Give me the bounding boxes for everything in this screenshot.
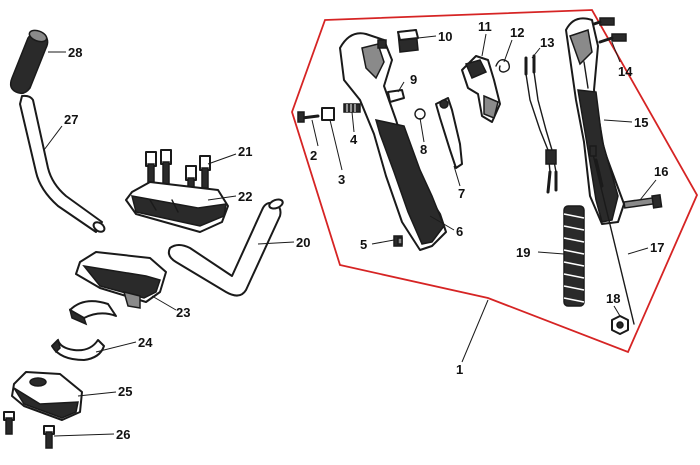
label-21: 21 <box>238 144 252 159</box>
part-23-clamp <box>75 251 167 309</box>
label-4: 4 <box>350 132 358 147</box>
part-10-switch <box>397 29 419 53</box>
label-26: 26 <box>116 427 130 442</box>
label-11: 11 <box>478 19 492 34</box>
part-labels: 28 27 21 22 20 23 24 25 26 2 3 4 5 6 7 8… <box>64 19 668 442</box>
label-19: 19 <box>516 245 530 260</box>
part-27-tube <box>19 94 106 233</box>
label-16: 16 <box>654 164 668 179</box>
label-10: 10 <box>438 29 452 44</box>
part-19-spring <box>563 205 585 307</box>
label-18: 18 <box>606 291 620 306</box>
label-28: 28 <box>68 45 82 60</box>
part-28-grip <box>9 29 49 95</box>
part-18-nut <box>611 315 629 335</box>
label-3: 3 <box>338 172 345 187</box>
part-5-nut <box>393 235 403 247</box>
label-14: 14 <box>618 64 633 79</box>
leader-lines <box>43 33 657 437</box>
part-9-pin <box>387 89 405 103</box>
part-8-clip <box>414 108 426 120</box>
label-5: 5 <box>360 237 367 252</box>
part-15-outer-tube <box>565 17 625 225</box>
part-25-bottom-clamp <box>11 371 83 421</box>
label-2: 2 <box>310 148 317 163</box>
label-9: 9 <box>410 72 417 87</box>
part-13-wiring <box>524 54 558 194</box>
label-8: 8 <box>420 142 427 157</box>
label-23: 23 <box>176 305 190 320</box>
part-12-spring <box>495 59 511 73</box>
label-22: 22 <box>238 189 252 204</box>
part-11-throttle <box>461 55 501 123</box>
part-24-bushings <box>51 300 117 361</box>
label-27: 27 <box>64 112 78 127</box>
part-16-bolt <box>623 194 663 209</box>
assembly-boundary <box>291 9 699 354</box>
part-2-screw <box>297 111 320 123</box>
part-6-housing <box>339 32 447 251</box>
part-4-spring <box>343 103 361 113</box>
label-20: 20 <box>296 235 310 250</box>
part-22-upper-clamp <box>125 181 229 233</box>
label-6: 6 <box>456 224 463 239</box>
label-7: 7 <box>458 186 465 201</box>
label-24: 24 <box>138 335 153 350</box>
part-7-lever <box>435 97 463 169</box>
part-3-block <box>321 107 335 121</box>
part-17-cable <box>589 145 635 325</box>
label-1: 1 <box>456 362 463 377</box>
label-12: 12 <box>510 25 524 40</box>
label-17: 17 <box>650 240 664 255</box>
label-15: 15 <box>634 115 648 130</box>
label-25: 25 <box>118 384 132 399</box>
part-26-screws <box>3 411 55 449</box>
part-14-screws <box>586 17 627 44</box>
part-20-tube <box>167 198 284 297</box>
label-13: 13 <box>540 35 554 50</box>
